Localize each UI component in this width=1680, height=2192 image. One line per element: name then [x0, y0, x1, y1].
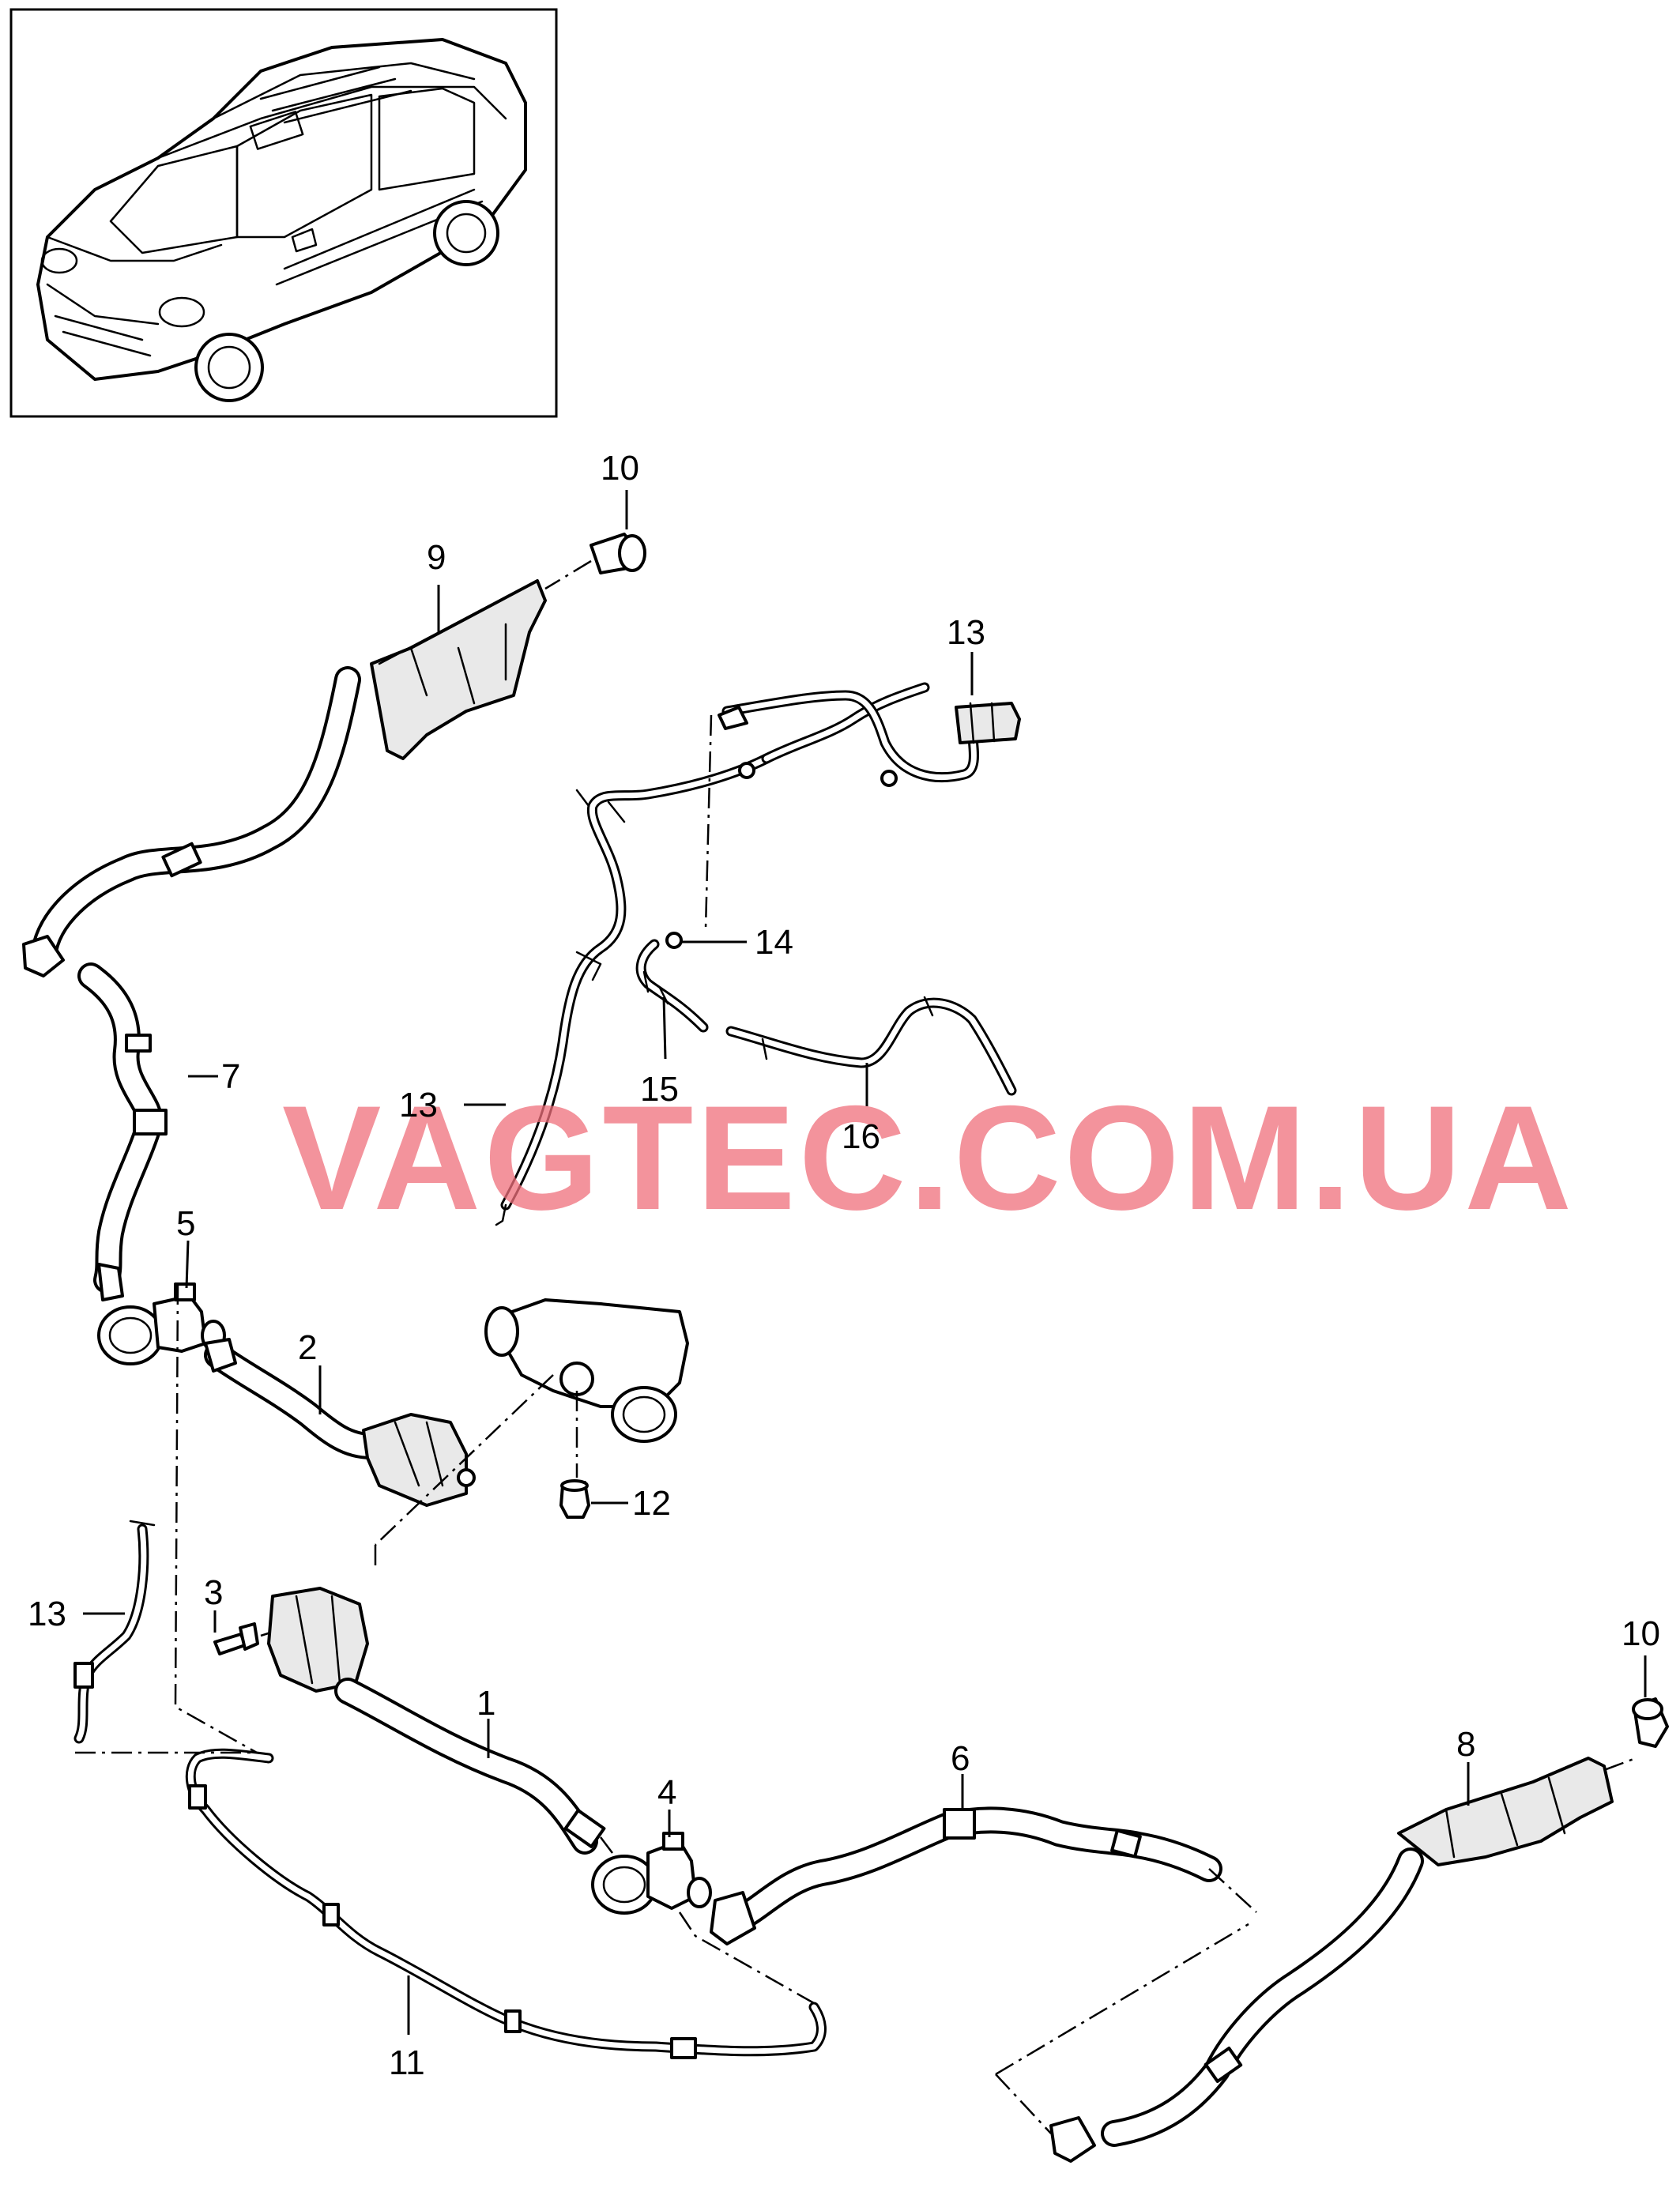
- callout-14: 14: [755, 923, 793, 962]
- callout-16: 16: [842, 1117, 880, 1156]
- part-8-hose-assembly: [995, 1757, 1637, 2163]
- thermostat-housing: [374, 1298, 689, 1569]
- callout-13-top: 13: [947, 613, 985, 652]
- part-15-line: [635, 939, 709, 1060]
- callout-10-upper: 10: [601, 449, 639, 488]
- part-11-pipe: [185, 1748, 827, 2059]
- part-16-line: [725, 996, 1017, 1106]
- callout-leaders: [185, 490, 1647, 1837]
- part-1-pump: [267, 1587, 613, 1855]
- vehicle-thumbnail: [9, 8, 558, 418]
- callout-8: 8: [1456, 1725, 1475, 1764]
- part-6-hose: [678, 1806, 1257, 2005]
- callout-15: 15: [640, 1070, 679, 1109]
- part-9-hose-assembly: [22, 579, 547, 977]
- part-10-connector-lower: [1632, 1697, 1669, 1748]
- watermark: VAGTEC.COM.UA: [282, 1075, 1575, 1241]
- part-14-o-ring: [665, 932, 747, 949]
- part-3-bolt: [213, 1622, 281, 1655]
- callout-3: 3: [204, 1573, 223, 1612]
- callout-9: 9: [427, 538, 446, 577]
- part-4-valve: [591, 1832, 712, 1915]
- part-2-pump: [204, 1338, 476, 1507]
- callout-10-lower: 10: [1622, 1614, 1660, 1653]
- part-10-connector-upper: [544, 533, 646, 590]
- callout-12: 12: [632, 1484, 671, 1523]
- part-13-harness-upper: [495, 682, 1021, 1226]
- part-13-sensor-line-lower: [73, 1283, 258, 1754]
- callout-7: 7: [221, 1057, 240, 1096]
- callout-5: 5: [176, 1204, 195, 1243]
- callout-6: 6: [951, 1739, 970, 1778]
- callout-11: 11: [389, 2043, 425, 2082]
- callout-13-middle: 13: [399, 1086, 438, 1124]
- callout-2: 2: [298, 1328, 317, 1367]
- part-7-hose: [77, 962, 168, 1294]
- callout-13-left: 13: [28, 1595, 66, 1633]
- callout-labels: 1 2 3 4 5 6 7 8 9 10 10 11 12 13 13 13 1…: [28, 449, 1660, 2082]
- callout-4: 4: [657, 1773, 676, 1812]
- callout-1: 1: [477, 1684, 495, 1723]
- part-12-plug: [559, 1479, 628, 1519]
